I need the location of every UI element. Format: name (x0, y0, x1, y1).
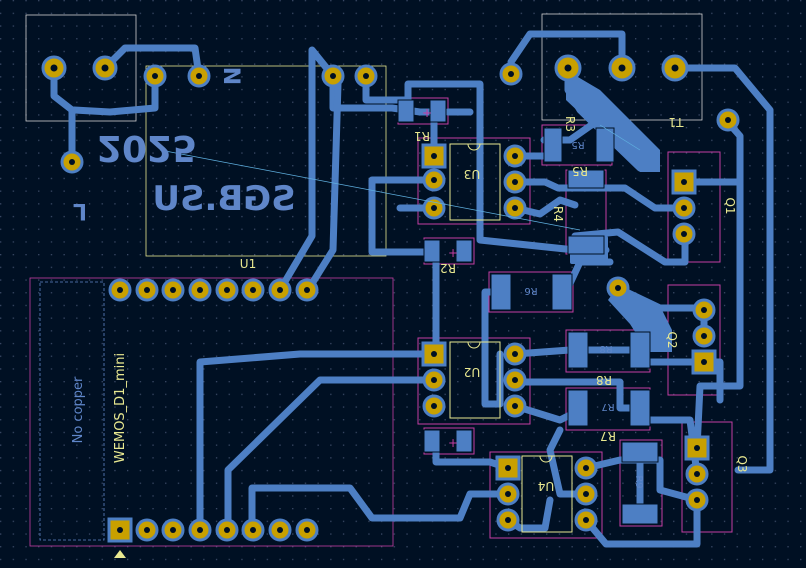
r9-ref: R9 (633, 475, 644, 488)
th-pads (41, 54, 740, 542)
r1-ref: R1 (414, 129, 430, 143)
u4-ref: U4 (538, 479, 554, 493)
r5-top-ref: R5 (572, 164, 588, 178)
u3-ref: U3 (464, 167, 480, 181)
ic-notches (449, 143, 573, 533)
plus-marker-icon: + (448, 246, 458, 260)
r2-ref: R2 (440, 261, 456, 275)
q3-ref: Q3 (735, 455, 749, 472)
connector-l-label: L (73, 198, 87, 223)
pad-holes (50, 64, 731, 533)
r5-ref: R5 (571, 139, 584, 150)
r7-top-ref: R7 (600, 429, 616, 443)
t1-ref: T1 (669, 115, 685, 129)
ref-designators: U3 U2 U4 R1 R2 R3 R4 R5 R5 R6 R8 R8 R7 R… (414, 115, 749, 493)
board-title-line2: 2025 (97, 127, 197, 168)
board-title: 2025 (97, 127, 197, 168)
pin1-marker (114, 550, 126, 558)
board-title-line1: SGB.SU (152, 179, 295, 219)
u2-ref: U2 (464, 365, 480, 379)
connector-n-label: N (218, 67, 243, 85)
r4-ref: R4 (551, 206, 565, 222)
r8-top-ref: R8 (596, 373, 612, 387)
q1-ref: Q1 (723, 197, 737, 214)
r6-ref: R6 (524, 285, 537, 296)
ratsnest (159, 124, 641, 231)
r7-ref: R7 (601, 401, 614, 412)
no-copper-label: No copper (71, 376, 86, 443)
plus-marker-icon: + (422, 106, 432, 120)
r3-ref: R3 (563, 116, 577, 132)
r8-ref: R8 (599, 343, 612, 354)
plus-marker-icon: + (448, 436, 458, 450)
module-ref: U1 (240, 257, 256, 271)
smd-pads (397, 99, 659, 525)
q2-ref: Q2 (665, 331, 679, 348)
module-value: WEMOS_D1_mini (113, 353, 128, 463)
